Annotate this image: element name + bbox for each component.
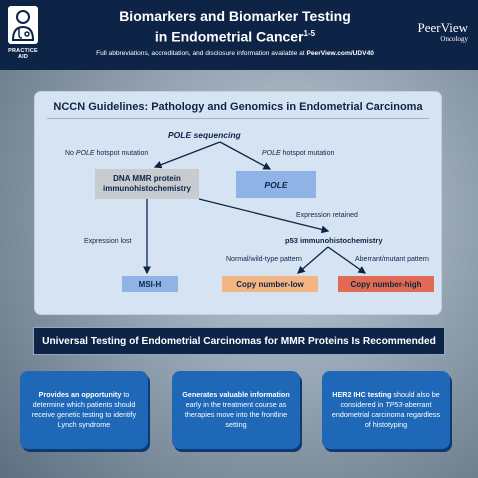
pole-sequencing-label: POLE sequencing: [168, 130, 241, 140]
page-title: Biomarkers and Biomarker Testing in Endo…: [70, 8, 400, 46]
normal-pattern-label: Normal/wild-type pattern: [226, 256, 302, 263]
expression-lost-label: Expression lost: [84, 238, 132, 245]
practice-aid-badge: PRACTICE AID: [8, 6, 38, 60]
arrow-p53-to-low: [297, 246, 329, 274]
doctor-icon: [8, 6, 38, 44]
no-pole-label: No POLE hotspot mutation: [65, 150, 149, 157]
arrow-p53-to-high: [327, 246, 367, 274]
title-line-1: Biomarkers and Biomarker Testing: [119, 8, 351, 24]
badge-label: PRACTICE AID: [8, 48, 38, 60]
pole-node: POLE: [236, 171, 316, 198]
arrow-root-to-pole: [219, 141, 272, 170]
copy-number-low-node: Copy number-low: [222, 276, 318, 292]
copy-number-high-node: Copy number-high: [338, 276, 434, 292]
brand-name: PeerView: [417, 20, 468, 35]
msih-node: MSI-H: [122, 276, 178, 292]
card-valuable-info: Generates valuable information early in …: [172, 371, 300, 449]
title-line-2: in Endometrial Cancer1-5: [154, 28, 316, 45]
header-bar: PRACTICE AID Biomarkers and Biomarker Te…: [0, 0, 478, 70]
pole-hotspot-label: POLE hotspot mutation: [262, 150, 335, 157]
peerview-logo: PeerView Oncology: [418, 20, 468, 43]
brand-sub: Oncology: [440, 35, 468, 43]
divider: [47, 118, 429, 119]
flowchart-title: NCCN Guidelines: Pathology and Genomics …: [53, 101, 423, 113]
card-her2: HER2 IHC testing should also be consider…: [322, 371, 450, 449]
title-superscript: 1-5: [303, 29, 316, 38]
p53-label: p53 immunohistochemistry: [285, 236, 383, 245]
arrow-dna-to-p53: [198, 198, 330, 234]
expression-retained-label: Expression retained: [296, 212, 358, 219]
subtitle: Full abbreviations, accreditation, and d…: [96, 50, 374, 57]
card-opportunity: Provides an opportunity to determine whi…: [20, 371, 148, 449]
arrow-root-to-dna: [153, 141, 221, 169]
subtitle-link[interactable]: PeerView.com/UDV40: [306, 50, 374, 57]
aberrant-pattern-label: Aberrant/mutant pattern: [355, 256, 429, 263]
recommendation-banner: Universal Testing of Endometrial Carcino…: [33, 327, 445, 355]
